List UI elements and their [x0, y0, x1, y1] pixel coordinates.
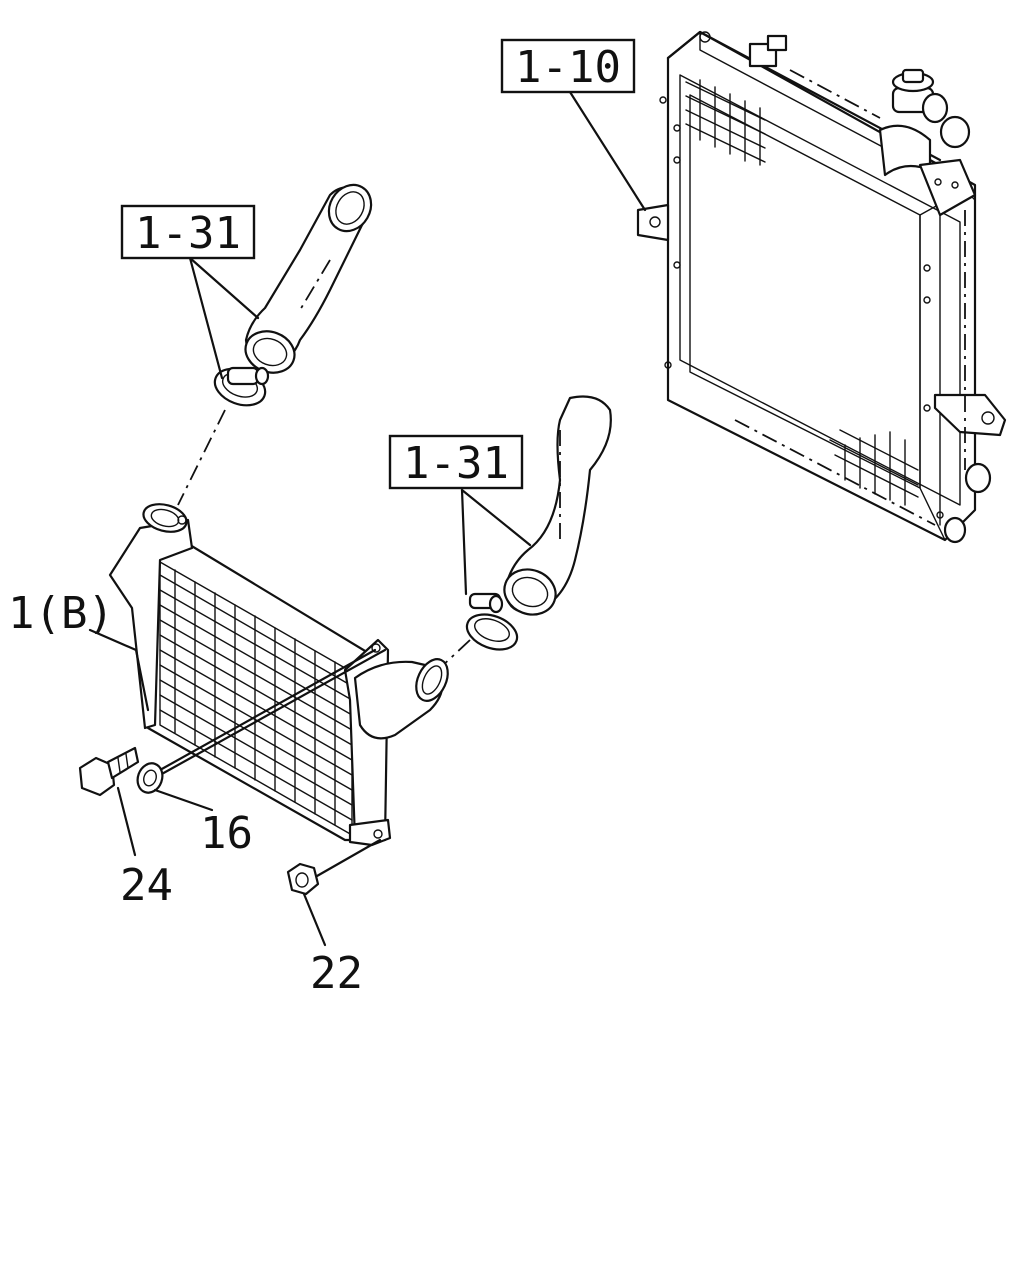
upper-hose-clamp [213, 366, 270, 407]
upper-hose [244, 183, 373, 374]
callout-intercooler: 1(B) [8, 588, 114, 639]
washer-icon [136, 762, 164, 794]
callout-hose-upper-ref-text: 1-31 [135, 208, 241, 259]
callout-radiator-ref-text: 1-10 [515, 42, 621, 93]
callout-radiator-ref: 1-10 [500, 38, 636, 94]
bolt-icon [78, 746, 140, 797]
lower-hose [503, 395, 612, 616]
leader-lines [88, 90, 647, 947]
intercooler [108, 503, 449, 847]
callout-nut: 22 [310, 948, 363, 999]
radiator-assembly [636, 30, 1007, 544]
radiator-cap-icon [878, 68, 971, 177]
lower-hose-clamp [465, 592, 519, 651]
callout-bolt: 24 [120, 860, 173, 911]
callout-washer: 16 [200, 808, 253, 859]
callout-hose-lower-ref: 1-31 [388, 434, 524, 490]
callout-hose-lower-ref-text: 1-31 [403, 438, 509, 489]
nut-icon [286, 862, 320, 896]
callout-hose-upper-ref: 1-31 [120, 204, 256, 260]
